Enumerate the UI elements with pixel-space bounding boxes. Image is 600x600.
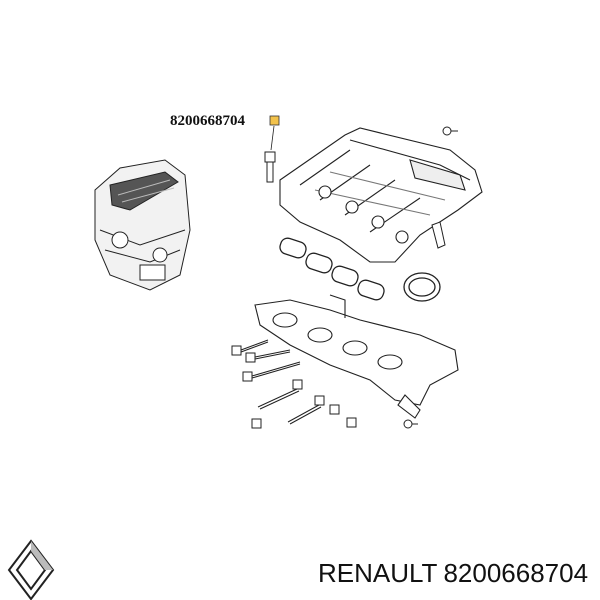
engine-thumbnail-icon	[94, 159, 191, 291]
callout-part-number: 8200668704	[170, 113, 245, 129]
renault-logo-icon	[7, 539, 55, 600]
exhaust-manifold	[254, 294, 459, 419]
callout	[264, 115, 280, 183]
brand-name: RENAULT	[318, 558, 438, 588]
stud-bolt	[264, 151, 276, 163]
clip-top	[442, 126, 458, 136]
caption-part-number: 8200668704	[443, 558, 589, 588]
clip-bottom	[403, 419, 418, 429]
bolts	[231, 339, 357, 429]
intake-gaskets	[279, 237, 441, 302]
callout-marker	[269, 115, 280, 126]
hose-fitting	[431, 221, 446, 249]
intake-manifold	[279, 127, 483, 263]
